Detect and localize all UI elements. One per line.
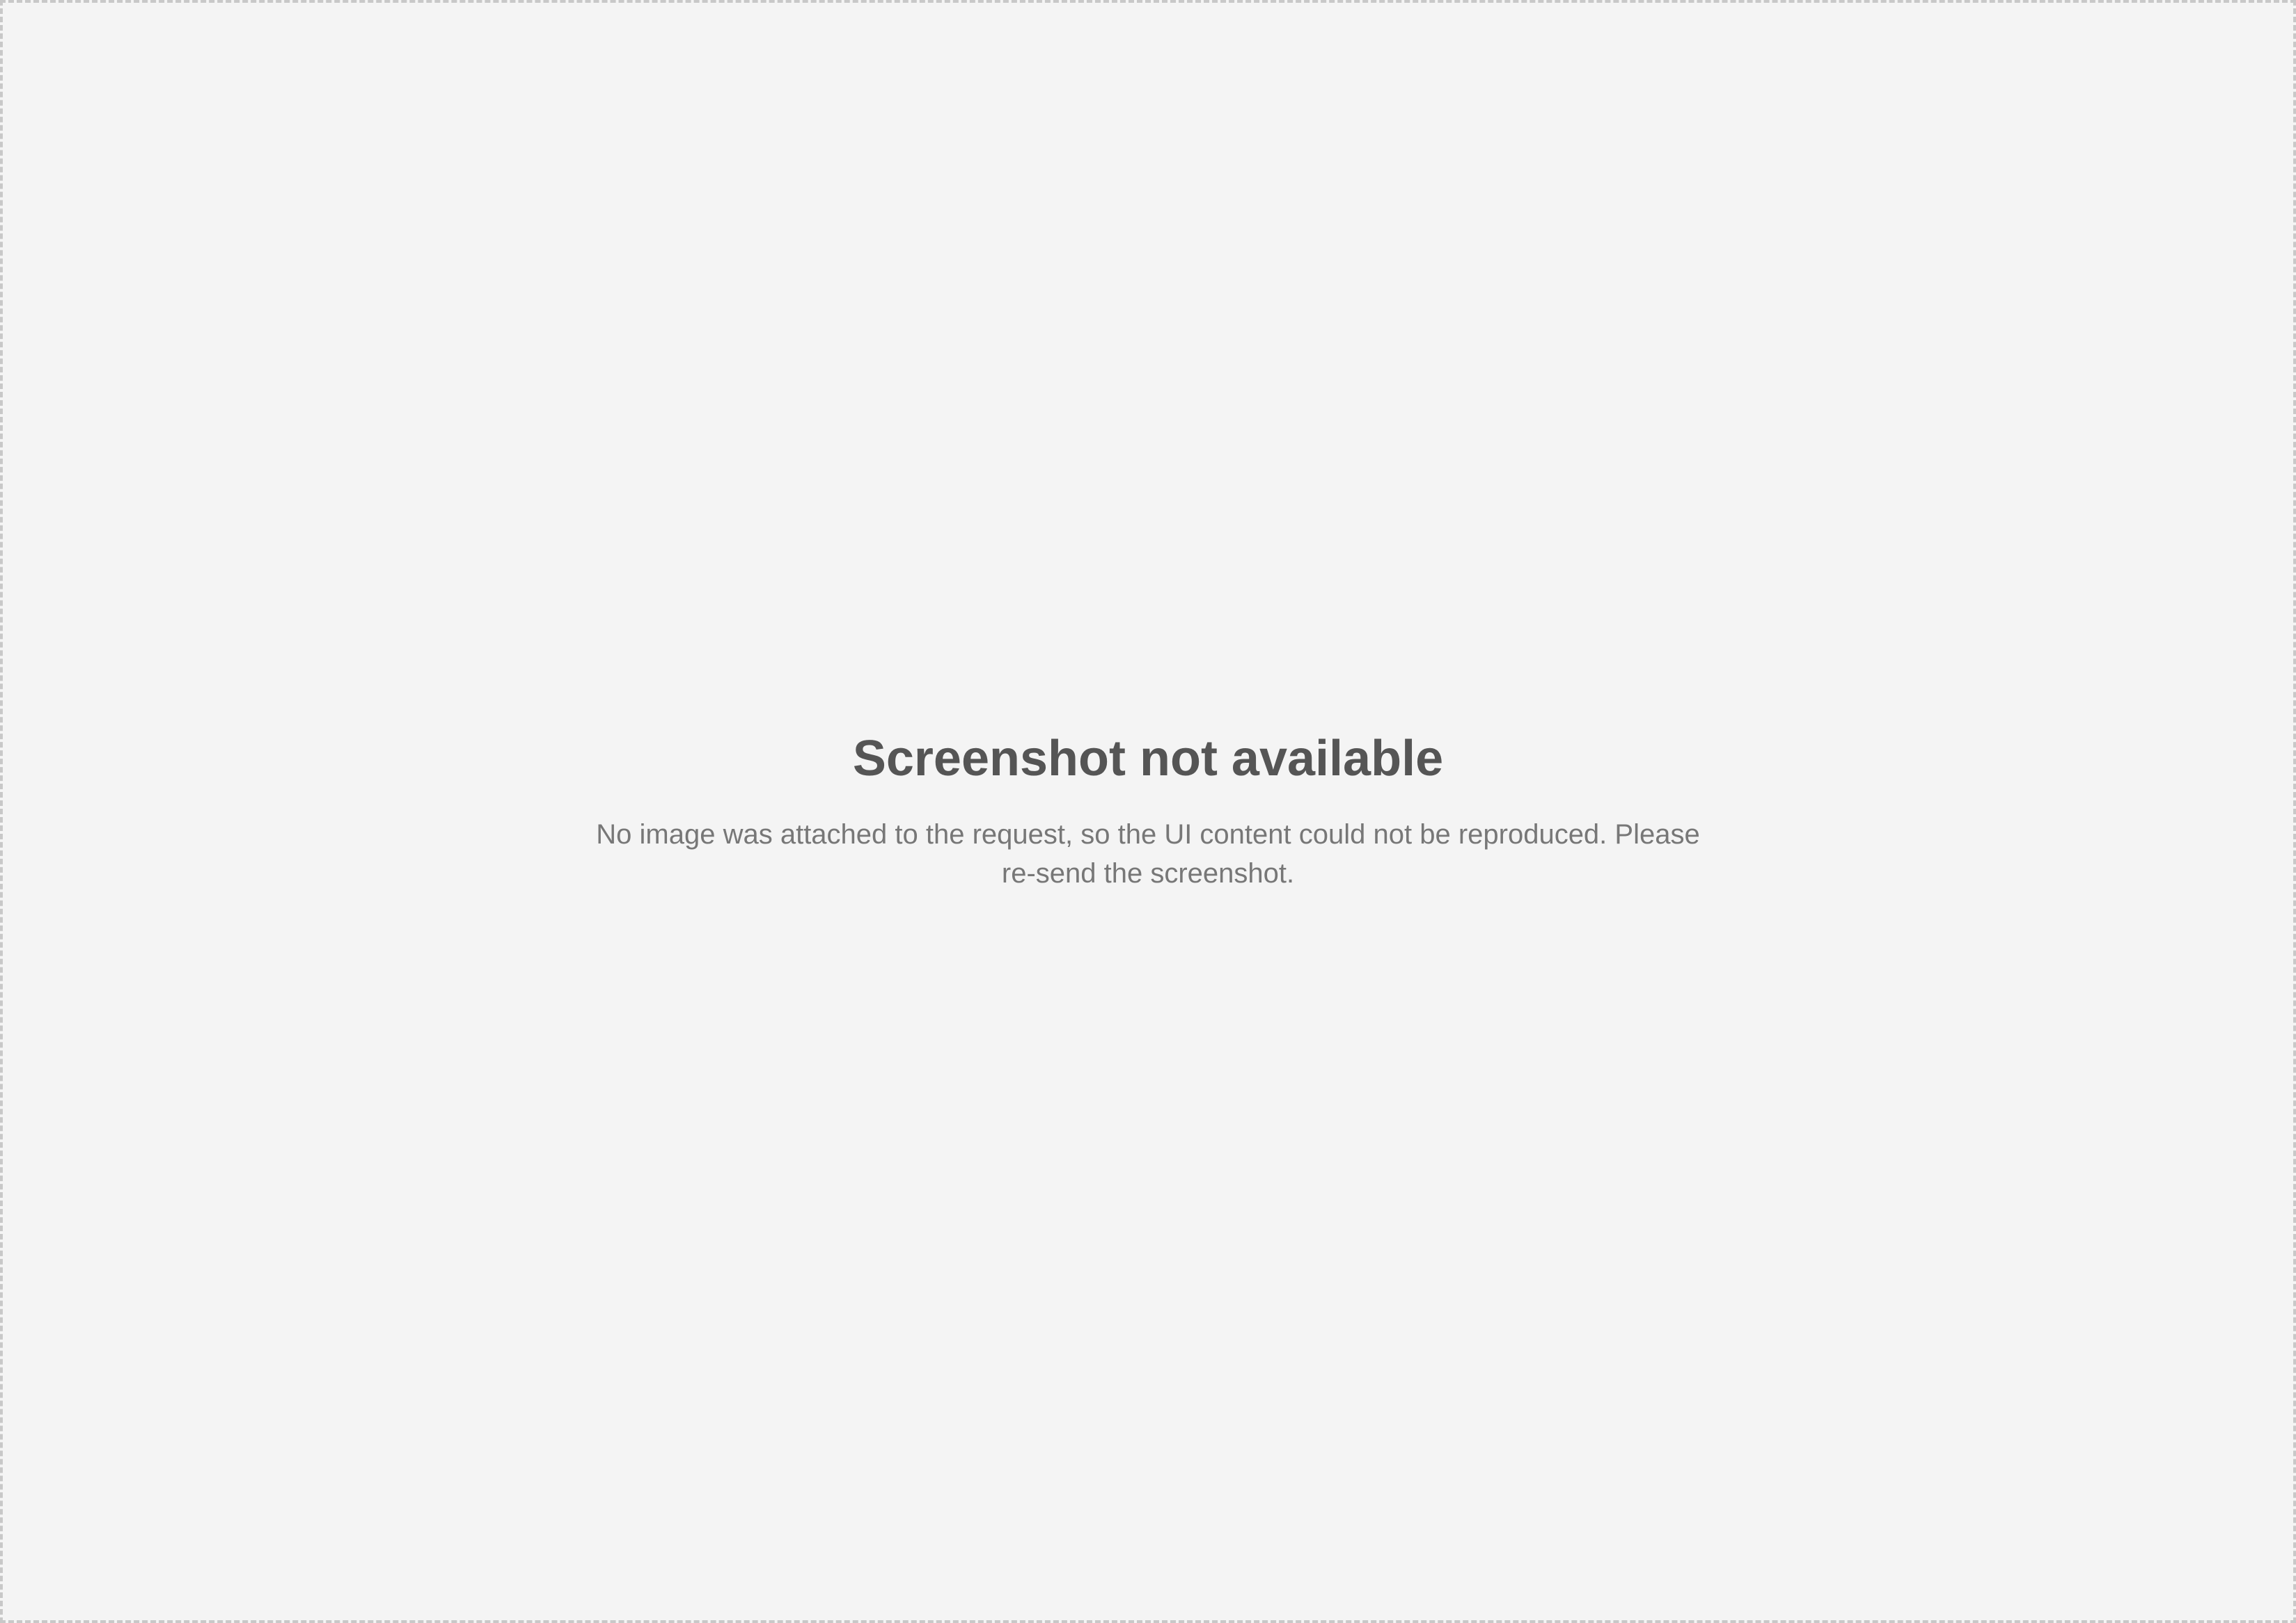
notice-title: Screenshot not available — [852, 731, 1444, 786]
notice-body: No image was attached to the request, so… — [596, 819, 1700, 889]
missing-image-notice: Screenshot not available No image was at… — [591, 730, 1705, 893]
